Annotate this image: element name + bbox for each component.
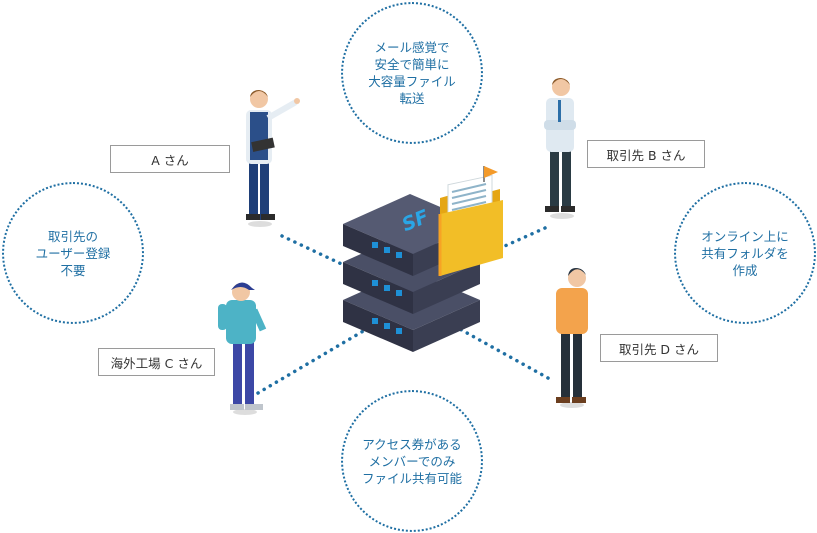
person-b-figure (544, 78, 576, 219)
label-person-b: 取引先 B さん (587, 140, 705, 168)
person-a-figure (246, 90, 300, 227)
bubble-left: 取引先の ユーザー登録 不要 (2, 182, 144, 324)
bubble-right: オンライン上に 共有フォルダを 作成 (674, 182, 816, 324)
person-d-figure (556, 268, 588, 408)
label-person-a: A さん (110, 145, 230, 173)
label-person-d: 取引先 D さん (600, 334, 718, 362)
connector-d (456, 326, 550, 380)
connector-b (476, 226, 547, 260)
connector-a (280, 234, 352, 270)
connector-c (256, 328, 367, 395)
bubble-top: メール感覚で 安全で簡単に 大容量ファイル 転送 (341, 2, 483, 144)
label-person-c: 海外工場 C さん (98, 348, 215, 376)
person-c-figure (218, 282, 267, 415)
folder-icon (438, 166, 503, 276)
bubble-bottom: アクセス券がある メンバーでのみ ファイル共有可能 (341, 390, 483, 532)
